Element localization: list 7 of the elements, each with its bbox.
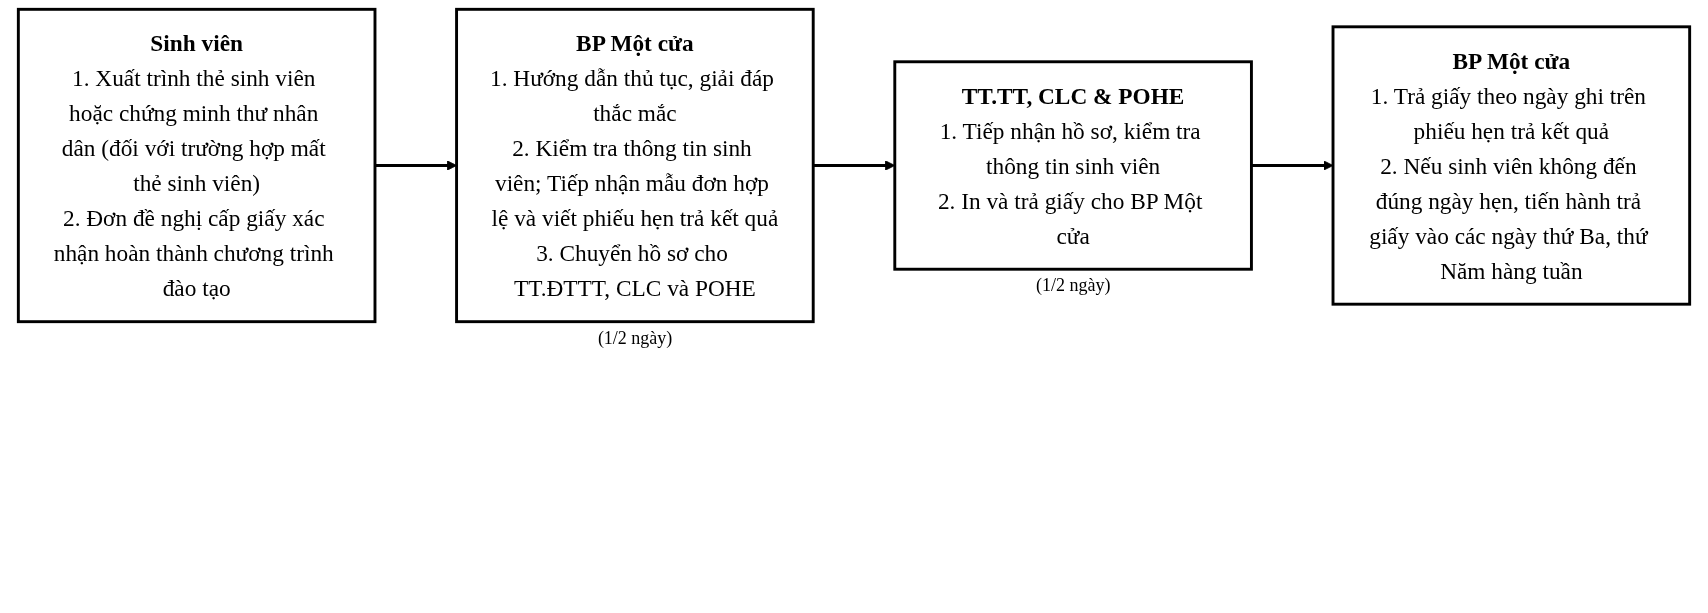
duration-text: (1/2 ngày): [1036, 275, 1111, 297]
node-box: BP Một cửa 1. Hướng dẫn thủ tục, giải đáp thắc mắc 2. Kiểm tra thông tin sinh viên; Tiếp nhận mẫu đơn hợp lệ và viết phiếu hẹn trả kết quả 3. Chuyển hồ sơ cho TT.ĐTTT, CLC và POHE: [455, 7, 815, 324]
node-box: TT.TT, CLC & POHE 1. Tiếp nhận hồ sơ, kiểm tra thông tin sinh viên 2. In và trả giấy cho BP Một cửa: [893, 60, 1253, 271]
arrow: [1251, 160, 1334, 171]
duration-text: (1/2 ngày): [597, 327, 673, 349]
node-box: BP Một cửa 1. Trả giấy theo ngày ghi trên phiếu hẹn trả kết quả 2. Nếu sinh viên không đến đúng ngày hẹn, tiến hành trả giấy vào các ngày thứ Ba, thứ Năm hàng tuần: [1331, 25, 1692, 306]
node-box: Sinh viên 1. Xuất trình thẻ sinh viên hoặc chứng minh thư nhân dân (đối với trường hợp mất thẻ sinh viên) 2. Đơn đề nghị cấp giấy xác nhận hoàn thành chương trình đào tạo: [16, 7, 377, 324]
